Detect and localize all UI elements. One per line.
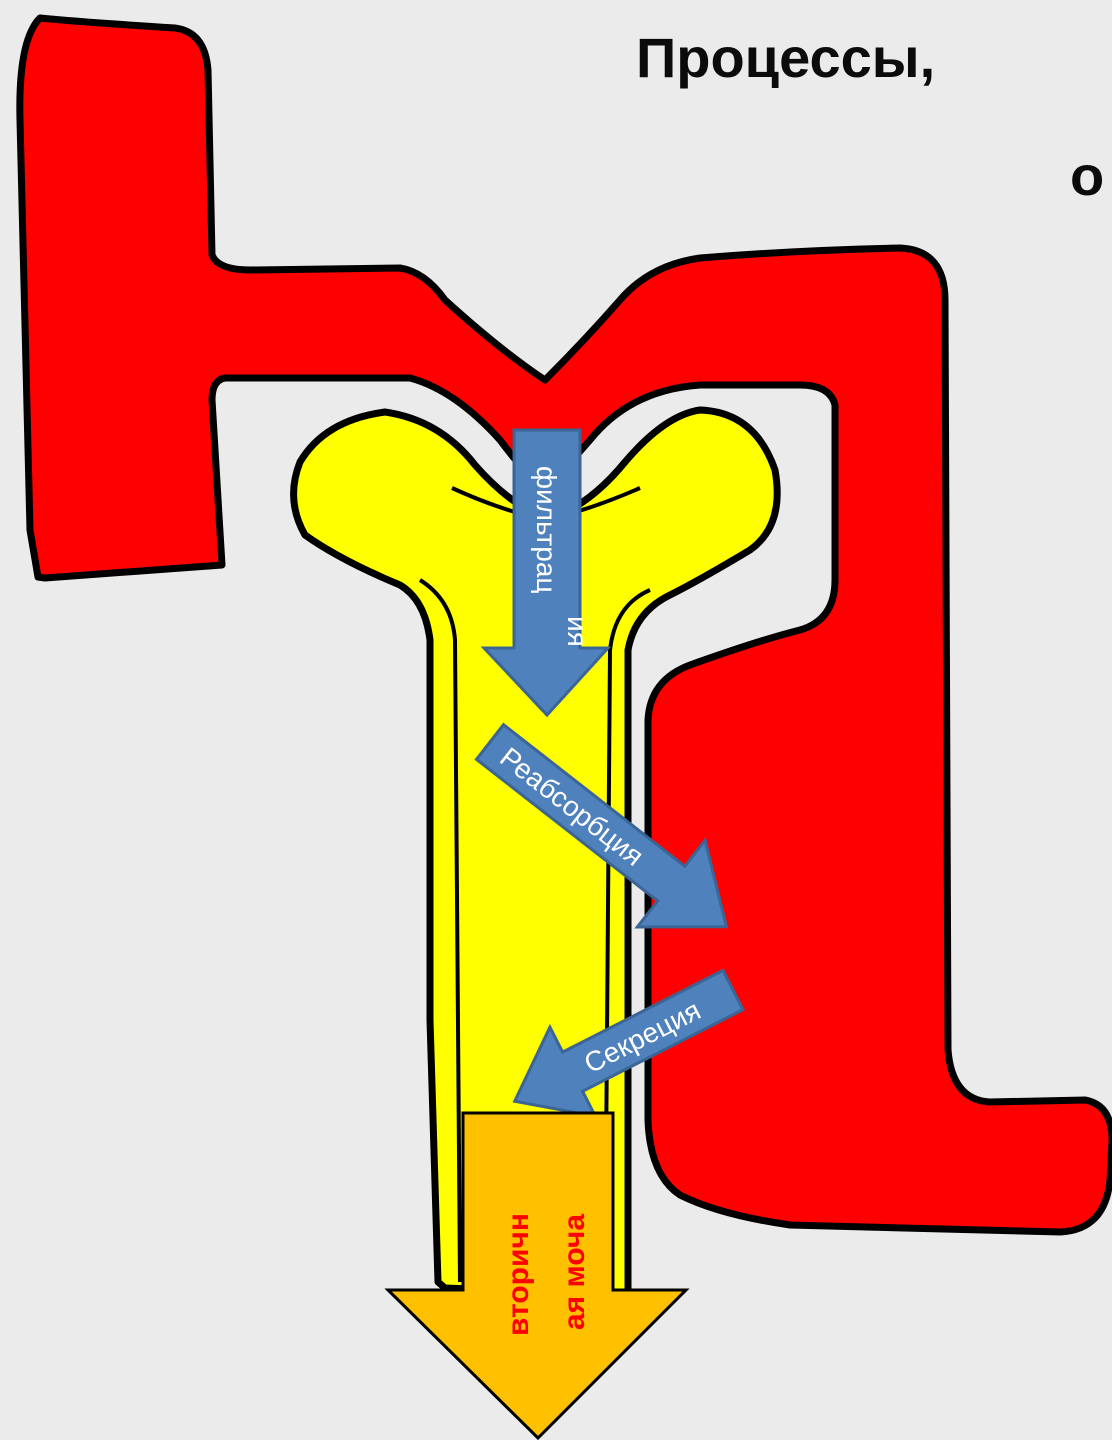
urine-label-line1: вторичн (502, 1213, 535, 1336)
urine-label-line2: ая моча (558, 1214, 591, 1330)
filtration-label-line1: фильтрац (531, 466, 562, 593)
filtration-label-line2: ия (562, 616, 593, 647)
